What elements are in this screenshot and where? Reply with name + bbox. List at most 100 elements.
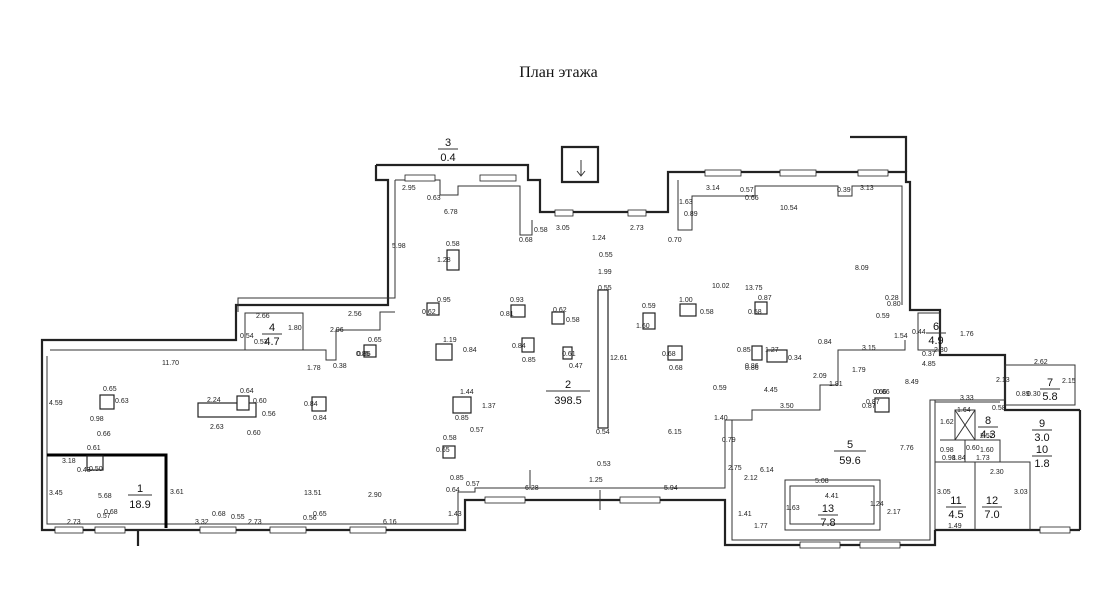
dimension-label: 0.89 [1016, 391, 1030, 398]
dimension-label: 4.41 [825, 493, 839, 500]
svg-text:3.0: 3.0 [1034, 432, 1049, 444]
dimension-label: 0.70 [668, 237, 682, 244]
svg-text:6: 6 [933, 321, 939, 333]
dimension-label: 0.62 [422, 309, 436, 316]
dimension-label: 1.00 [679, 297, 693, 304]
dimension-label: 1.24 [870, 501, 884, 508]
dimension-label: 0.68 [212, 511, 226, 518]
dimension-label: 1.43 [448, 511, 462, 518]
svg-text:7.0: 7.0 [984, 509, 999, 521]
dimension-label: 3.14 [706, 185, 720, 192]
dimension-label: 0.44 [912, 329, 926, 336]
svg-text:4: 4 [269, 322, 275, 334]
dimension-label: 0.87 [866, 399, 880, 406]
dimension-label: 7.76 [900, 445, 914, 452]
svg-text:8: 8 [985, 415, 991, 427]
dimension-label: 2.90 [368, 492, 382, 499]
dimension-label: 3.05 [556, 225, 570, 232]
dimension-label: 1.54 [894, 333, 908, 340]
dimension-label: 2.30 [990, 469, 1004, 476]
dimension-label: 10.02 [712, 283, 730, 290]
dimension-label: 6.28 [525, 485, 539, 492]
dimension-label: 2.24 [207, 397, 221, 404]
dimension-label: 0.30 [1027, 391, 1041, 398]
dimension-label: 0.84 [463, 347, 477, 354]
dimension-label: 0.65 [103, 386, 117, 393]
dimension-label: 1.27 [765, 347, 779, 354]
dimension-label: 0.60 [966, 445, 980, 452]
dimension-label: 1.40 [714, 415, 728, 422]
dimension-label: 5.08 [815, 478, 829, 485]
room-label-4: 44.7 [262, 322, 282, 348]
dimension-label: 0.81 [500, 311, 514, 318]
dimension-label: 5.98 [392, 243, 406, 250]
dimension-label: 3.61 [170, 489, 184, 496]
dimension-label: 0.59 [642, 303, 656, 310]
dimension-label: 1.24 [592, 235, 606, 242]
dimension-label: 8.09 [855, 265, 869, 272]
dimension-label: 4.59 [49, 400, 63, 407]
dimension-label: 0.65 [313, 511, 327, 518]
dimension-label: 0.66 [97, 431, 111, 438]
dimension-label: 4.45 [764, 387, 778, 394]
dimension-label: 2.13 [996, 377, 1010, 384]
svg-text:12: 12 [986, 495, 998, 507]
dimension-label: 1.60 [636, 323, 650, 330]
dimension-label: 0.28 [885, 295, 899, 302]
dimension-label: 1.41 [738, 511, 752, 518]
dimension-label: 2.96 [330, 327, 344, 334]
dimension-label: 2.52 [980, 433, 994, 440]
inner-walls [46, 179, 1076, 541]
dimension-label: 1.28 [437, 257, 451, 264]
columns [86, 249, 890, 471]
svg-text:13: 13 [822, 503, 834, 515]
dimension-label: 0.85 [455, 415, 469, 422]
dimension-label: 0.87 [758, 295, 772, 302]
room-label-1: 118.9 [128, 483, 152, 511]
dimension-label: 0.80 [887, 301, 901, 308]
dimension-label: 0.60 [247, 430, 261, 437]
dimension-label: 0.58 [443, 435, 457, 442]
dimension-label: 1.80 [288, 325, 302, 332]
dimension-label: 1.62 [940, 419, 954, 426]
dimension-label: 1.19 [443, 337, 457, 344]
dimension-label: 3.13 [860, 185, 874, 192]
dimension-label: 0.56 [303, 515, 317, 522]
dimension-label: 2.15 [1062, 378, 1076, 385]
dimension-label: 0.55 [599, 252, 613, 259]
dimension-label: 6.14 [760, 467, 774, 474]
svg-text:1.8: 1.8 [1034, 458, 1049, 470]
svg-text:3: 3 [445, 137, 451, 149]
dimension-label: 2.62 [1034, 359, 1048, 366]
room-label-3: 30.4 [438, 137, 458, 164]
dimension-label: 2.73 [67, 519, 81, 526]
dimension-label: 3.50 [780, 403, 794, 410]
dimension-label: 1.44 [460, 389, 474, 396]
dimension-label: 0.38 [333, 363, 347, 370]
dimension-label: 0.57 [740, 187, 754, 194]
svg-text:18.9: 18.9 [129, 499, 150, 511]
room-label-9: 93.0 [1032, 418, 1052, 444]
dimension-label: 13.51 [304, 490, 322, 497]
dimension-label: 0.87 [862, 403, 876, 410]
room-label-11: 114.5 [946, 495, 966, 521]
dimension-label: 0.58 [566, 317, 580, 324]
room-label-8: 84.3 [978, 415, 998, 441]
dimension-label: 0.65 [436, 447, 450, 454]
dimension-label: 0.93 [510, 297, 524, 304]
dimension-label: 1.63 [786, 505, 800, 512]
dimension-label: 0.84 [313, 415, 327, 422]
dimension-label: 0.58 [534, 227, 548, 234]
svg-text:4.3: 4.3 [980, 429, 995, 441]
dimension-label: 0.98 [90, 416, 104, 423]
dimension-label: 4.85 [922, 361, 936, 368]
dimension-label: 0.55 [598, 285, 612, 292]
dimension-label: 11.70 [162, 360, 179, 367]
dimension-label: 1.25 [589, 477, 603, 484]
dimension-label: 0.84 [304, 401, 318, 408]
dimension-label: 0.68 [519, 237, 533, 244]
room-4-walls [244, 312, 304, 351]
dimension-label: 2.17 [887, 509, 901, 516]
dimension-label: 3.05 [937, 489, 951, 496]
dimension-label: 2.75 [728, 465, 742, 472]
